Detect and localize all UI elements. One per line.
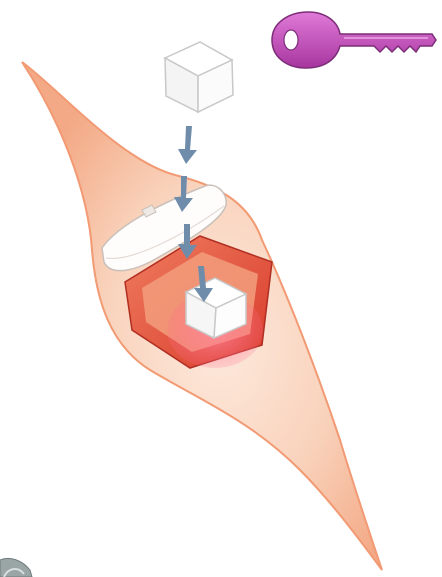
key-icon bbox=[272, 12, 436, 68]
sugar-cube-icon bbox=[165, 42, 233, 112]
corner-logo-icon bbox=[0, 558, 32, 577]
